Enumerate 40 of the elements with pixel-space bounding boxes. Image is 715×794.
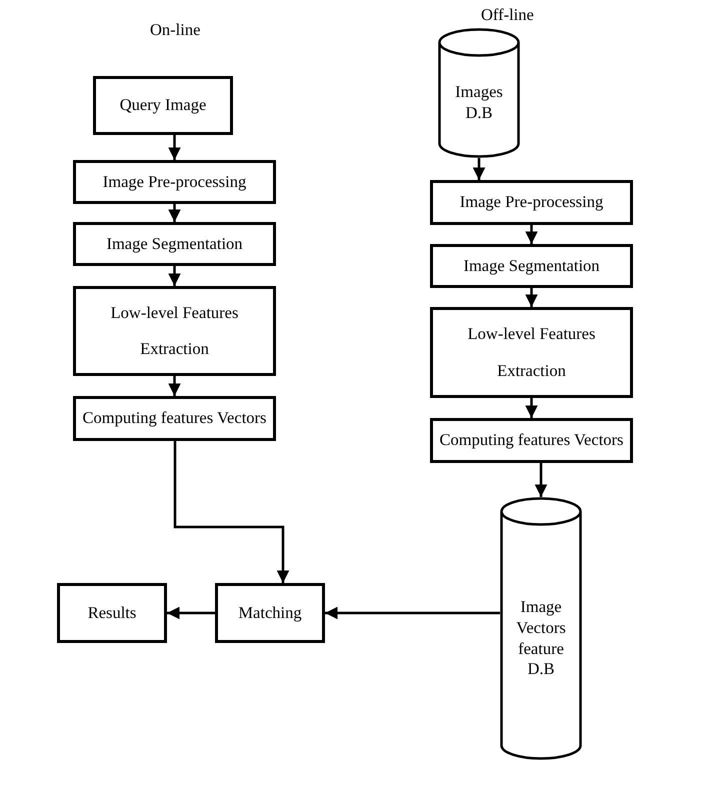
process-box <box>430 418 633 463</box>
database-cylinder <box>438 28 520 158</box>
node-label: Image Pre-processing <box>102 172 246 192</box>
node-label: Image Segmentation <box>106 234 243 254</box>
process-box <box>215 583 325 643</box>
arrow <box>174 441 290 583</box>
node-label: Low-level Features Extraction <box>110 302 240 360</box>
arrow <box>534 463 548 497</box>
node-label: Matching <box>238 602 302 624</box>
process-box <box>93 76 233 135</box>
process-box <box>73 222 276 266</box>
node-label: Computing features Vectors <box>440 430 624 451</box>
arrow <box>168 376 181 396</box>
arrow <box>168 204 181 222</box>
node-label: Image Segmentation <box>463 256 600 276</box>
arrow <box>168 135 181 160</box>
arrow <box>525 398 538 418</box>
node-label: Images D.B <box>454 82 504 124</box>
node-label: Query Image <box>120 95 206 116</box>
node-label: Low-level Features Extraction <box>466 323 596 382</box>
process-box <box>73 160 276 204</box>
process-box <box>430 244 633 288</box>
arrow <box>325 606 500 620</box>
column-heading: On-line <box>150 20 200 40</box>
process-box <box>73 396 276 441</box>
arrow <box>472 158 486 180</box>
database-cylinder <box>500 497 582 760</box>
node-label: Image Vectors feature D.B <box>515 597 567 680</box>
node-label: Image Pre-processing <box>460 192 604 213</box>
node-label: Results <box>88 602 136 624</box>
arrow <box>167 606 215 620</box>
arrow <box>525 288 538 307</box>
column-heading: Off-line <box>481 5 534 25</box>
node-label: Computing features Vectors <box>82 408 266 429</box>
process-box <box>430 180 633 225</box>
arrow <box>168 266 181 286</box>
process-box <box>73 286 276 376</box>
process-box <box>57 583 167 643</box>
arrow <box>525 225 538 244</box>
process-box <box>430 307 633 398</box>
